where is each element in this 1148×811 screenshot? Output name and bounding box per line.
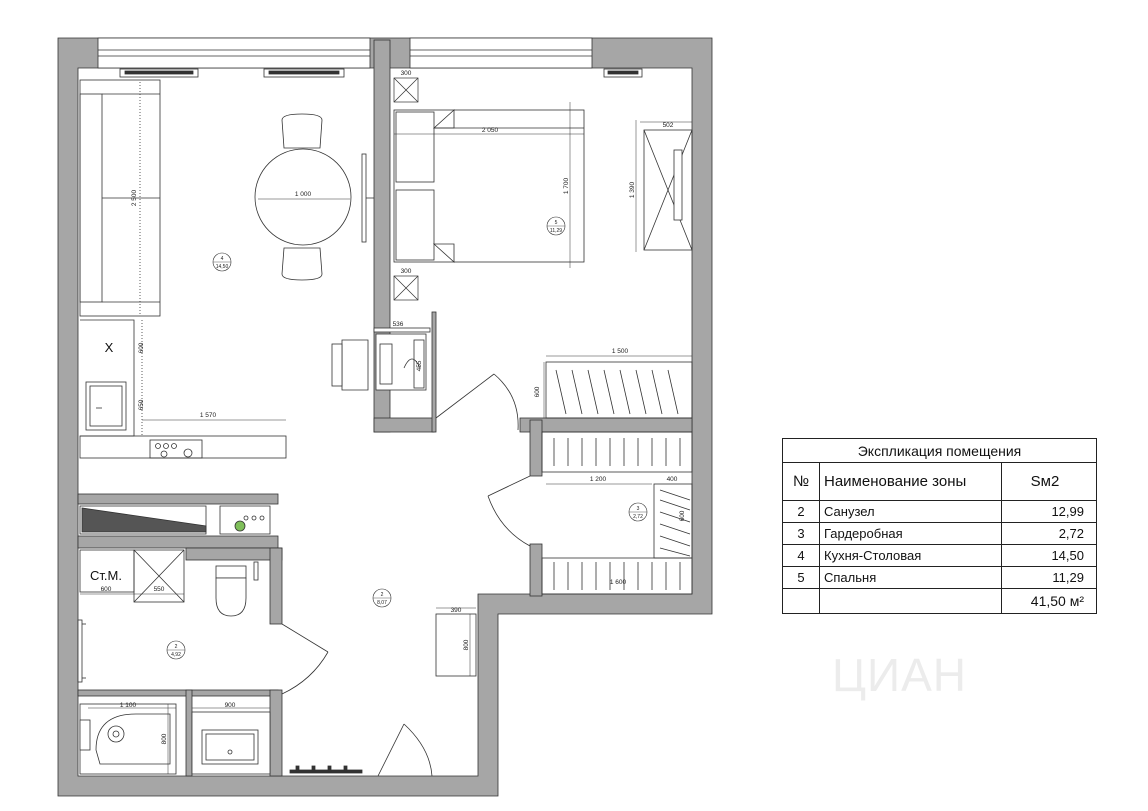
windows xyxy=(97,37,643,78)
kitchen-counter xyxy=(79,319,287,459)
dim-bath-h: 800 xyxy=(161,733,168,744)
dim-dressing-w: 1 200 xyxy=(590,476,607,483)
dim-desk: 536 xyxy=(393,321,404,328)
towel-rail xyxy=(77,619,86,683)
dim-kitchen-len: 1 570 xyxy=(200,412,217,419)
bedroom-wardrobe xyxy=(635,120,693,252)
row-name: Санузел xyxy=(819,500,1002,523)
legend-title-row: Экспликация помещения xyxy=(782,438,1097,463)
dim-hall-closet-h: 800 xyxy=(463,639,470,650)
dining-table xyxy=(254,113,352,281)
dim-wardrobe-w: 502 xyxy=(663,122,674,129)
row-num: 2 xyxy=(782,500,820,523)
dim-wc-600: 600 xyxy=(101,586,112,593)
dim-bed-h: 1 700 xyxy=(563,177,570,194)
hall-closet xyxy=(435,607,477,677)
row-num: 4 xyxy=(782,544,820,567)
dim-dressing-shelf: 600 xyxy=(679,510,686,521)
dim-kitchen-650: 650 xyxy=(138,399,145,410)
dim-nightstand-bottom: 300 xyxy=(401,268,412,275)
dim-closet-w: 1 500 xyxy=(612,348,629,355)
dim-table: 1 000 xyxy=(295,191,312,198)
bedroom-closet xyxy=(543,355,693,419)
tv xyxy=(361,153,374,243)
walls xyxy=(57,37,713,797)
dim-vanity-w: 900 xyxy=(225,702,236,709)
sofa xyxy=(79,79,161,317)
dim-nightstand-top: 300 xyxy=(401,70,412,77)
dim-wc-550: 550 xyxy=(154,586,165,593)
dim-bed-w: 2 050 xyxy=(482,127,499,134)
row-area: 14,50 xyxy=(1001,544,1097,567)
row-area: 11,29 xyxy=(1001,566,1097,589)
dim-bath-w: 1 100 xyxy=(120,702,137,709)
table-row: 3 Гардеробная 2,72 xyxy=(782,522,1097,545)
svg-text:14,50: 14,50 xyxy=(216,264,229,270)
shower-tray xyxy=(79,703,177,775)
svg-text:11,29: 11,29 xyxy=(550,228,562,234)
svg-text:4: 4 xyxy=(221,256,224,262)
row-name: Кухня-Столовая xyxy=(819,544,1002,567)
dim-sofa: 2 500 xyxy=(131,189,138,206)
doors xyxy=(281,373,531,777)
legend-header-num: № xyxy=(782,462,820,501)
svg-text:4,92: 4,92 xyxy=(171,652,181,658)
dim-hall-closet-w: 390 xyxy=(451,607,462,614)
legend-header-row: № Наименование зоны Sм2 xyxy=(782,462,1097,501)
washing-machine-niche xyxy=(79,549,185,603)
toilet xyxy=(215,561,259,617)
table-row: 2 Санузел 12,99 xyxy=(782,500,1097,523)
dim-wardrobe-h: 1 390 xyxy=(629,181,636,198)
svg-text:5: 5 xyxy=(555,220,558,226)
radiator xyxy=(289,765,363,774)
dim-kitchen-600: 600 xyxy=(138,342,145,353)
svg-text:2,72: 2,72 xyxy=(633,514,643,520)
row-name: Спальня xyxy=(819,566,1002,589)
dim-desk-h: 455 xyxy=(416,360,423,371)
legend-header-area: Sм2 xyxy=(1001,462,1097,501)
dim-dressing-bottom: 1 600 xyxy=(610,579,627,586)
tag-bedroom: 5 11,29 xyxy=(546,216,566,236)
table-row: 5 Спальня 11,29 xyxy=(782,566,1097,589)
row-num: 5 xyxy=(782,566,820,589)
watermark-logo: ЦИАН xyxy=(832,649,967,701)
dim-closet-h: 600 xyxy=(534,386,541,397)
legend-title: Экспликация помещения xyxy=(782,438,1097,463)
bed xyxy=(393,102,585,268)
room-legend-table: Экспликация помещения № Наименование зон… xyxy=(782,438,1097,614)
sink-symbol: X xyxy=(105,340,114,355)
legend-total: 41,50 м² xyxy=(1001,588,1097,614)
tag-dressing: 3 2,72 xyxy=(628,502,648,522)
tag-kitchen: 4 14,50 xyxy=(212,252,232,272)
tag-bath: 2 4,92 xyxy=(166,640,186,660)
row-area: 12,99 xyxy=(1001,500,1097,523)
room-label-wc: Ст.М. xyxy=(90,568,122,583)
row-num: 3 xyxy=(782,522,820,545)
legend-header-name: Наименование зоны xyxy=(819,462,1002,501)
hall-shelves xyxy=(79,505,271,535)
dressing-racks xyxy=(541,431,693,595)
svg-text:2: 2 xyxy=(381,592,384,598)
row-name: Гардеробная xyxy=(819,522,1002,545)
svg-text:8,07: 8,07 xyxy=(377,600,387,606)
vanity xyxy=(191,707,271,775)
desk xyxy=(331,327,431,391)
svg-text:2: 2 xyxy=(175,644,178,650)
row-area: 2,72 xyxy=(1001,522,1097,545)
legend-total-row: 41,50 м² xyxy=(782,588,1097,614)
nightstands xyxy=(393,77,419,301)
svg-text:3: 3 xyxy=(637,506,640,512)
dim-dressing-400: 400 xyxy=(667,476,678,483)
tag-hall: 2 8,07 xyxy=(372,588,392,608)
table-row: 4 Кухня-Столовая 14,50 xyxy=(782,544,1097,567)
